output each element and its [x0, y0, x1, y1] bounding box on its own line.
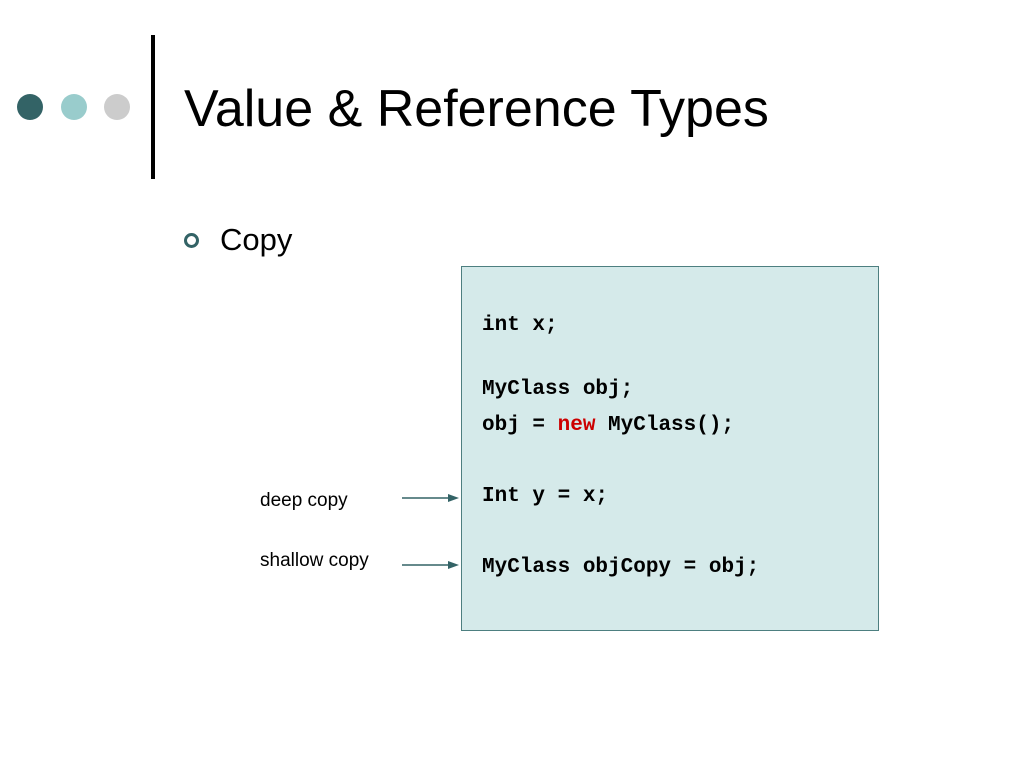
deep-copy-arrow-icon [402, 494, 459, 502]
code-line-4: Int y = x; [482, 485, 609, 508]
code-line-3-post: MyClass(); [595, 414, 735, 437]
code-line-5: MyClass objCopy = obj; [482, 556, 760, 579]
bullet-text: Copy [220, 222, 293, 257]
shallow-copy-arrow-icon [402, 561, 459, 569]
annotation-deep-copy: deep copy [260, 490, 348, 511]
code-line-2: MyClass obj; [482, 378, 634, 401]
code-line-3: obj = new MyClass(); [482, 413, 734, 439]
code-line-1: int x; [482, 314, 558, 337]
code-line-3-pre: obj = [482, 414, 558, 437]
decorative-dot-teal [61, 94, 87, 120]
decorative-dot-gray [104, 94, 130, 120]
bullet-circle-icon [184, 233, 199, 248]
code-keyword-new: new [557, 414, 596, 437]
decorative-dot-dark [17, 94, 43, 120]
slide-title: Value & Reference Types [184, 80, 769, 138]
annotation-shallow-copy: shallow copy [260, 550, 369, 571]
code-box [461, 266, 879, 631]
title-divider [151, 35, 155, 179]
